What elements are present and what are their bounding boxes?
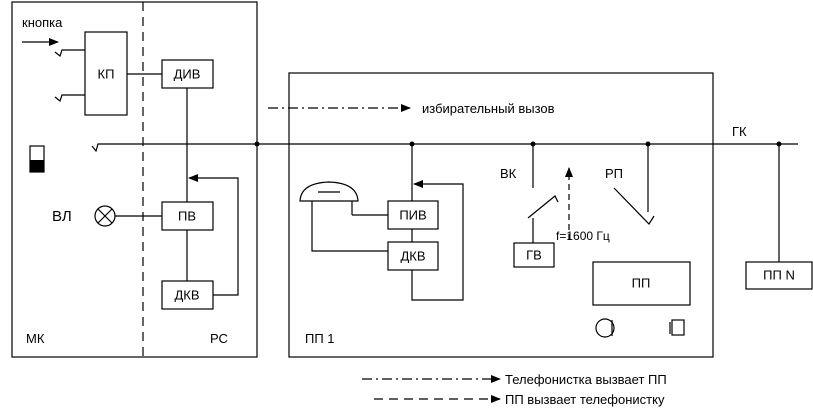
left-station-frame xyxy=(11,1,258,358)
main-line xyxy=(91,143,798,153)
vk-contact xyxy=(527,195,559,219)
pv-label: ПВ xyxy=(178,209,196,224)
right-feedback-loop xyxy=(411,180,464,301)
rp-contact xyxy=(613,187,655,225)
dkv-left-label: ДКВ xyxy=(174,288,199,303)
ppn-label: ПП N xyxy=(763,268,795,283)
lamp-cross-b xyxy=(97,208,113,224)
freq-label: f=1600 Гц xyxy=(556,229,610,243)
rs-label: РС xyxy=(210,331,228,346)
piv-label: ПИВ xyxy=(399,208,426,223)
vk-label: ВК xyxy=(500,166,517,181)
junction-dot-left xyxy=(254,141,260,147)
bell-lower-wire xyxy=(311,201,388,252)
gv-label: ГВ xyxy=(526,248,542,263)
button-label: кнопка xyxy=(22,15,63,30)
battery-fill xyxy=(30,160,44,172)
ppn-block xyxy=(745,261,813,290)
pp1-frame xyxy=(288,72,714,358)
legend-dashed-label: ПП вызвает телефонистку xyxy=(505,392,665,407)
kp-label: КП xyxy=(98,67,115,82)
rp-label: РП xyxy=(605,166,623,181)
legend-dashdot-label: Телефонистка вызвает ПП xyxy=(505,372,667,387)
junction-dot-pp1 xyxy=(409,141,415,147)
div-label: ДИВ xyxy=(174,67,201,82)
pp-label: ПП xyxy=(632,276,651,291)
pp1-label: ПП 1 xyxy=(305,331,335,346)
dkv-right-label: ДКВ xyxy=(400,249,425,264)
mk-label: МК xyxy=(26,331,45,346)
div-block xyxy=(161,59,214,89)
mic-icon xyxy=(671,319,685,336)
vl-label: ВЛ xyxy=(52,208,72,225)
dkv-right-block xyxy=(387,241,439,271)
selective-call-label: избирательный вызов xyxy=(422,101,555,116)
earpiece-icon xyxy=(595,318,615,338)
left-feedback-loop xyxy=(188,174,239,296)
piv-block xyxy=(387,200,439,230)
pp-block xyxy=(592,261,691,306)
kp-contact-bottom xyxy=(54,94,85,103)
gv-block xyxy=(513,242,555,268)
kp-contact-top xyxy=(54,49,85,58)
gk-label: ГК xyxy=(732,124,747,139)
